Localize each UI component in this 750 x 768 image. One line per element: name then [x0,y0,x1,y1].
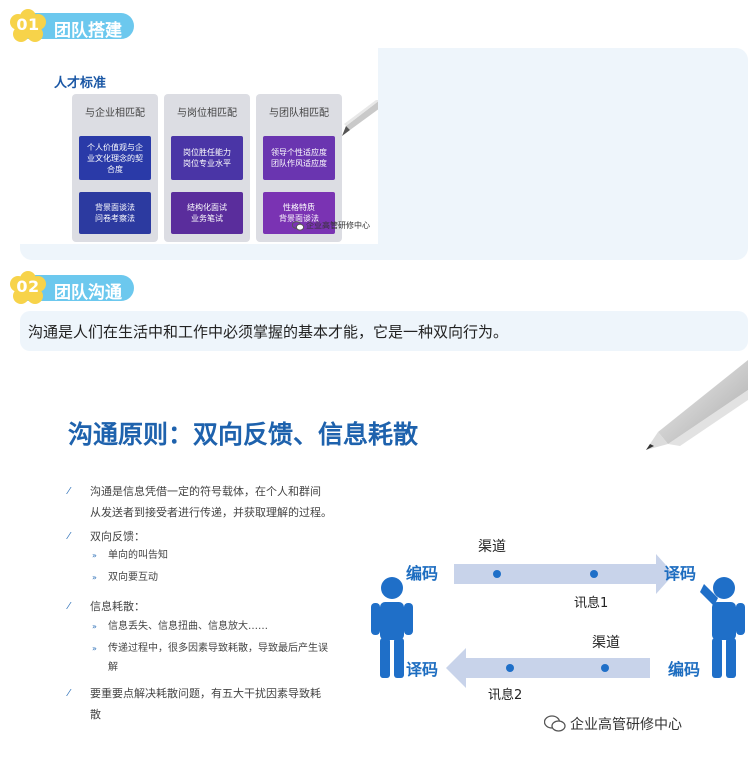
communication-diagram [371,554,745,688]
sub-item: » 单向的叫告知 [92,546,168,565]
method-box: 结构化面试 业务笔试 [171,192,243,234]
bullet-line: 双向反馈： [90,530,145,543]
watermark-text: 企业高管研修中心 [570,717,682,733]
flower-badge-icon [10,9,46,42]
column-title: 与团队相匹配 [269,108,329,119]
box-line: 岗位胜任能力 [183,148,231,157]
message-2-label: 讯息2 [488,688,523,703]
bullet-line: 要重要点解决耗散问题，有五大干扰因素导致耗 [90,687,321,700]
talent-standard-slide: 人才标准 与企业相匹配 个人价值观与企 业文化理念的契 合度 背景面谈法 问卷考… [20,48,378,244]
criteria-box: 个人价值观与企 业文化理念的契 合度 [79,136,151,180]
sub-line: 双向要互动 [108,572,158,583]
box-line: 个人价值观与企 [87,142,143,152]
watermark-text: 企业高管研修中心 [306,221,370,230]
channel-label-bottom: 渠道 [592,635,620,651]
sub-marker-icon: » [92,573,97,582]
column-position-match: 与岗位相匹配 岗位胜任能力 岗位专业水平 结构化面试 业务笔试 [164,94,250,242]
bullet-item: ⁄ 双向反馈： [68,526,145,547]
box-line: 团队作风适应度 [271,159,327,168]
section-2-text: 沟通是人们在生活中和工作中必须掌握的基本才能，它是一种双向行为。 [28,323,509,341]
section-2-title: 团队沟通 [54,283,122,303]
bullet-marker-icon: ⁄ [68,688,70,699]
bullet-item: ⁄ 信息耗散： [68,596,145,617]
right-arrow-shape [454,554,674,594]
box-line: 性格特质 [283,203,315,212]
message-1-label: 讯息1 [574,596,609,611]
left-arrow-shape [446,648,650,688]
person-left-icon [371,577,413,678]
section-1-title: 团队搭建 [54,21,122,41]
criteria-box: 领导个性适应度 团队作风适应度 [263,136,335,180]
section-2-number: 02 [16,277,40,296]
box-line: 领导个性适应度 [271,148,327,157]
method-box: 背景面谈法 问卷考察法 [79,192,151,234]
channel-label-top: 渠道 [478,539,506,555]
decode-label-top: 译码 [664,564,697,583]
section-2-panel: 沟通是人们在生活中和工作中必须掌握的基本才能，它是一种双向行为。 [20,311,748,351]
box-line: 结构化面试 [187,203,227,212]
box-line: 背景面谈法 [279,214,319,223]
wechat-icon [292,220,304,231]
sub-item: » 传递过程中，很多因素导致耗散，导致最后产生误 解 [92,639,328,677]
wechat-icon [544,715,566,732]
arrow-dot [506,664,514,672]
bullet-line: 从发送者到接受者进行传递，并获取理解的过程。 [90,506,332,519]
box-line: 问卷考察法 [95,214,135,223]
bullet-marker-icon: ⁄ [68,486,70,497]
box-line: 背景面谈法 [95,203,135,212]
sub-line: 传递过程中，很多因素导致耗散，导致最后产生误 [108,643,328,654]
box-line: 业务笔试 [191,214,223,223]
sub-marker-icon: » [92,551,97,560]
column-title: 与企业相匹配 [85,108,145,119]
column-title: 与岗位相匹配 [177,108,237,119]
bullet-line: 信息耗散： [90,600,145,613]
sub-line: 单向的叫告知 [108,550,168,561]
watermark: 企业高管研修中心 [292,220,370,231]
slide-heading: 人才标准 [54,76,107,91]
decode-label-bottom: 译码 [406,660,439,679]
flower-badge-icon [10,271,46,304]
sub-item: » 双向要互动 [92,568,158,587]
pen-icon [342,100,378,136]
section-1-number: 01 [16,15,40,34]
bullet-item: ⁄ 要重要点解决耗散问题，有五大干扰因素导致耗 散 [68,683,321,725]
column-team-match: 与团队相匹配 领导个性适应度 团队作风适应度 性格特质 背景面谈法 [256,94,342,242]
encode-label-bottom: 编码 [668,660,701,679]
communication-principle-slide: 沟通原则：双向反馈、信息耗散 ⁄ 沟通是信息凭借一定的符号载体，在个人和群间 从… [14,360,748,768]
sub-line: 解 [108,662,118,673]
bullet-marker-icon: ⁄ [68,531,70,542]
arrow-dot [493,570,501,578]
bullet-line: 散 [90,708,101,721]
sub-marker-icon: » [92,644,97,653]
arrow-dot [601,664,609,672]
pen-icon [646,360,748,450]
box-line: 合度 [107,164,123,174]
sub-marker-icon: » [92,622,97,631]
sub-item: » 信息丢失、信息扭曲、信息放大…… [92,617,268,636]
bullet-line: 沟通是信息凭借一定的符号载体，在个人和群间 [90,485,321,498]
watermark: 企业高管研修中心 [544,714,682,734]
arrow-dot [590,570,598,578]
encode-label-top: 编码 [406,564,439,583]
box-line: 岗位专业水平 [183,159,231,168]
sub-line: 信息丢失、信息扭曲、信息放大…… [108,621,268,632]
criteria-box: 岗位胜任能力 岗位专业水平 [171,136,243,180]
bullet-marker-icon: ⁄ [68,601,70,612]
person-right-icon [700,577,745,678]
box-line: 业文化理念的契 [87,153,143,163]
column-enterprise-match: 与企业相匹配 个人价值观与企 业文化理念的契 合度 背景面谈法 问卷考察法 [72,94,158,242]
bullet-item: ⁄ 沟通是信息凭借一定的符号载体，在个人和群间 从发送者到接受者进行传递，并获取… [68,481,332,523]
slide-title: 沟通原则：双向反馈、信息耗散 [68,420,419,449]
